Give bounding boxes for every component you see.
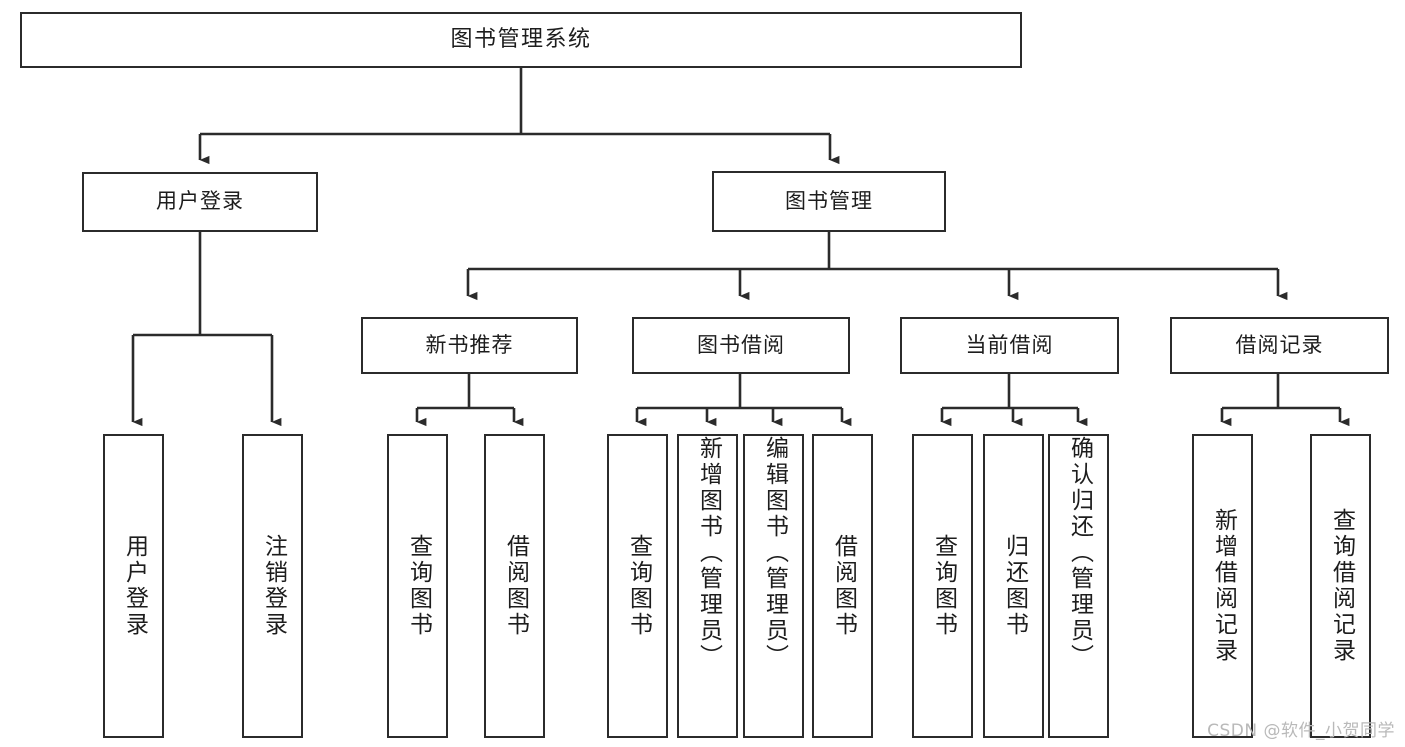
node-label: 借阅图书	[830, 534, 857, 638]
node-leaf-borrow-book-2[interactable]: 借阅图书	[812, 434, 873, 738]
node-label: 归还图书	[1001, 534, 1028, 638]
node-leaf-return-book[interactable]: 归还图书	[983, 434, 1044, 738]
node-root-system[interactable]: 图书管理系统	[20, 12, 1022, 68]
node-label: 用户登录	[121, 534, 148, 638]
node-label: 查询图书	[405, 534, 432, 638]
node-book-manage[interactable]: 图书管理	[712, 171, 946, 232]
node-label: 新增图书（管理员）	[695, 436, 722, 670]
node-borrow-record[interactable]: 借阅记录	[1170, 317, 1389, 374]
node-leaf-query-record[interactable]: 查询借阅记录	[1310, 434, 1371, 738]
node-leaf-query-book-1[interactable]: 查询图书	[387, 434, 448, 738]
node-leaf-user-login[interactable]: 用户登录	[103, 434, 164, 738]
node-label: 用户登录	[156, 189, 244, 214]
node-leaf-edit-book[interactable]: 编辑图书（管理员）	[743, 434, 804, 738]
node-label: 查询借阅记录	[1328, 508, 1355, 664]
node-label: 查询图书	[625, 534, 652, 638]
node-label: 注销登录	[260, 534, 287, 638]
node-label: 新书推荐	[425, 332, 514, 357]
node-current-borrow[interactable]: 当前借阅	[900, 317, 1119, 374]
node-label: 图书管理系统	[450, 26, 592, 52]
node-new-book-rec[interactable]: 新书推荐	[361, 317, 578, 374]
node-leaf-confirm-return[interactable]: 确认归还（管理员）	[1048, 434, 1109, 738]
node-label: 图书管理	[785, 188, 873, 213]
node-label: 当前借阅	[965, 332, 1054, 357]
node-label: 借阅图书	[502, 534, 529, 638]
node-label: 查询图书	[930, 534, 957, 638]
node-label: 编辑图书（管理员）	[761, 436, 788, 670]
node-book-borrow[interactable]: 图书借阅	[632, 317, 850, 374]
node-label: 确认归还（管理员）	[1066, 436, 1093, 670]
node-leaf-query-book-2[interactable]: 查询图书	[607, 434, 668, 738]
watermark-text: CSDN @软件_小贺同学	[1207, 721, 1395, 741]
node-leaf-add-record[interactable]: 新增借阅记录	[1192, 434, 1253, 738]
node-leaf-add-book[interactable]: 新增图书（管理员）	[677, 434, 738, 738]
node-user-login[interactable]: 用户登录	[82, 172, 318, 232]
node-label: 图书借阅	[697, 332, 785, 357]
node-leaf-query-book-3[interactable]: 查询图书	[912, 434, 973, 738]
node-leaf-borrow-book-1[interactable]: 借阅图书	[484, 434, 545, 738]
node-label: 新增借阅记录	[1210, 508, 1237, 664]
node-label: 借阅记录	[1235, 332, 1324, 357]
node-leaf-user-logout[interactable]: 注销登录	[242, 434, 303, 738]
